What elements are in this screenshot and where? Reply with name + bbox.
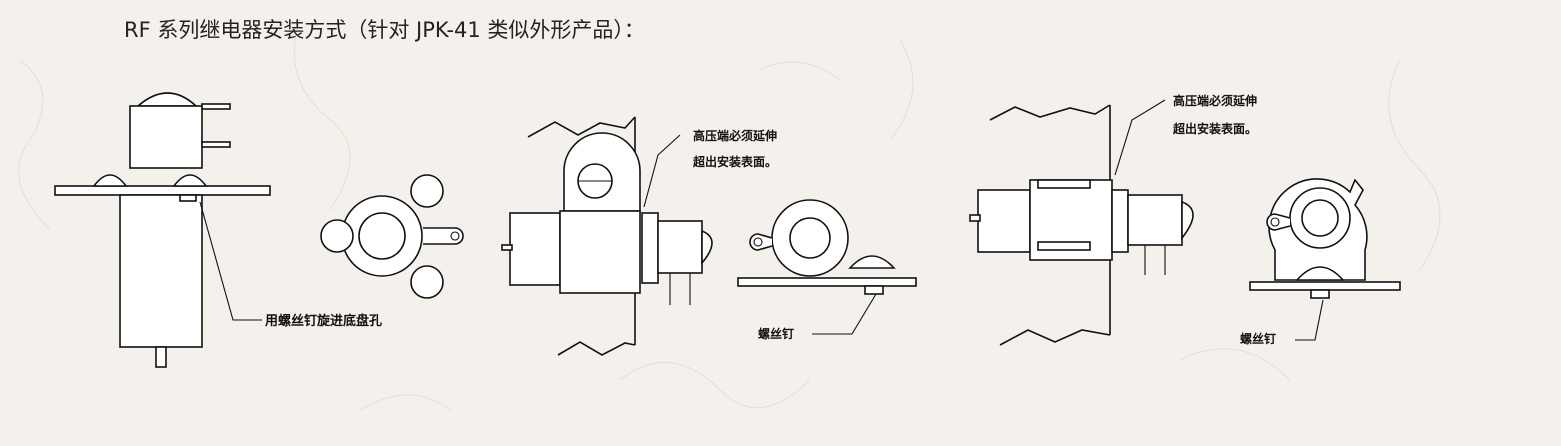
figure-5-panel-mount-horizontal: 高压端必须延伸 超出安装表面。 xyxy=(969,93,1257,346)
dome-top xyxy=(135,92,199,107)
label-screw-figure6: 螺丝钉 xyxy=(1240,331,1276,346)
actuator-pin xyxy=(155,346,167,368)
mounting-tab xyxy=(423,227,464,245)
screw-head-left xyxy=(92,174,128,187)
terminal-tab-lower xyxy=(201,141,231,148)
mounting-plate xyxy=(737,277,917,287)
screw-left xyxy=(320,219,354,253)
figure-1-vertical-mount: 用螺丝钉旋进底盘孔 xyxy=(54,92,382,368)
label-screw-into-base: 用螺丝钉旋进底盘孔 xyxy=(264,313,382,329)
figure-4-side-mount: 螺丝钉 xyxy=(737,199,917,341)
panel-edge-bottom xyxy=(557,341,636,356)
page-title: RF 系列继电器安装方式（针对 JPK-41 类似外形产品）： xyxy=(124,18,645,42)
panel-edge-top xyxy=(527,116,636,138)
figure-2-top-view xyxy=(320,174,464,299)
label-screw-figure4: 螺丝钉 xyxy=(758,326,794,341)
screw-top xyxy=(410,174,444,208)
hv-note2-line2: 超出安装表面。 xyxy=(1172,121,1257,136)
relay-body-lower xyxy=(119,194,203,348)
hv-note2-line1: 高压端必须延伸 xyxy=(1173,93,1257,108)
hv-note-line2: 超出安装表面。 xyxy=(692,154,777,169)
relay-coil-top xyxy=(129,105,203,169)
mounting-panel xyxy=(54,185,271,196)
screw-nut xyxy=(179,194,197,202)
figure-3-panel-through-mount: 高压端必须延伸 超出安装表面。 xyxy=(501,116,777,356)
figure-6-clip-mount: 螺丝钉 xyxy=(1240,178,1401,346)
screw-bottom xyxy=(410,265,444,299)
hv-note-line1: 高压端必须延伸 xyxy=(693,128,777,143)
terminal-tab-upper xyxy=(201,103,231,110)
screw-head-right xyxy=(172,174,208,187)
relay-inner-ring xyxy=(358,212,406,260)
